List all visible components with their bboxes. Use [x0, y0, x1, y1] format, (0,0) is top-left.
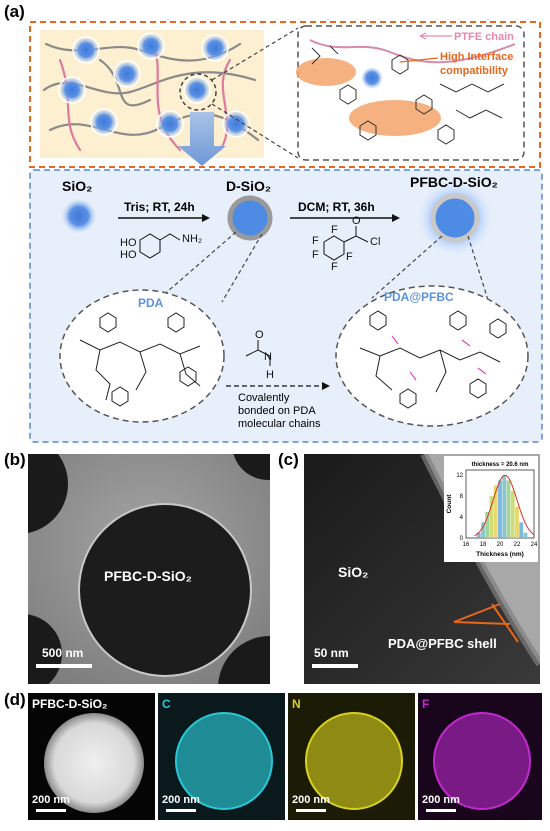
- scale-text-d0: 200 nm: [32, 794, 70, 806]
- hist-bar: [523, 532, 528, 538]
- panel-d-label: (d): [4, 690, 26, 709]
- hist-xtick: 24: [531, 542, 538, 548]
- scale-text-d2: 200 nm: [292, 794, 330, 806]
- hist-bar: [502, 475, 507, 538]
- haadf-image: PFBC-D-SiO₂ 200 nm: [28, 693, 155, 820]
- scale-bar-d1: [166, 809, 196, 812]
- svg-text:F: F: [312, 235, 319, 247]
- dsio2-sphere: [227, 195, 273, 241]
- scale-bar-c: [312, 664, 358, 668]
- label-dsio2: D-SiO₂: [226, 178, 272, 194]
- hist-bar: [485, 511, 490, 538]
- condition-step1: Tris; RT, 24h: [124, 200, 195, 214]
- panel-a-label: (a): [4, 2, 25, 21]
- svg-text:F: F: [346, 251, 353, 263]
- hist-bar: [510, 490, 515, 538]
- hist-ylabel: Count: [446, 494, 453, 514]
- scale-text-d3: 200 nm: [422, 794, 460, 806]
- svg-text:NH₂: NH₂: [182, 233, 202, 245]
- map-c: C 200 nm: [158, 693, 285, 820]
- label-pda: PDA: [138, 296, 164, 310]
- scale-text-b: 500 nm: [42, 646, 84, 660]
- hist-bar: [489, 496, 494, 538]
- svg-text:N: N: [264, 351, 272, 363]
- svg-text:Cl: Cl: [370, 236, 380, 248]
- pfbc-reagent: [323, 226, 369, 261]
- callout-compat-1: High Interface: [440, 51, 513, 63]
- composite-frame: [29, 21, 541, 168]
- hist-bar: [476, 532, 481, 538]
- amide-structure: [245, 340, 271, 366]
- scale-text-d1: 200 nm: [162, 794, 200, 806]
- covalent-text-2: bonded on PDA: [238, 405, 316, 417]
- zoom-circle: [179, 73, 217, 111]
- label-sio2: SiO₂: [62, 178, 93, 194]
- scale-text-c: 50 nm: [314, 646, 349, 660]
- hist-bar: [519, 522, 524, 538]
- pda-circle: [59, 289, 225, 423]
- condition-step2: DCM; RT, 36h: [298, 200, 375, 214]
- callout-compat-2: compatibility: [440, 65, 509, 77]
- pda-pfbc-network: [359, 310, 507, 409]
- map-n: N 200 nm: [288, 693, 415, 820]
- svg-text:F: F: [312, 249, 319, 261]
- map-n-label: N: [292, 697, 301, 711]
- scale-bar-b: [36, 664, 92, 668]
- hist-bar: [498, 480, 502, 538]
- map-f-label: F: [422, 697, 430, 711]
- hist-xtick: 20: [497, 542, 504, 548]
- hist-bar: [481, 522, 485, 538]
- svg-text:H: H: [266, 369, 274, 381]
- hist-ytick: 0: [460, 536, 464, 542]
- callout-ptfe: PTFE chain: [454, 31, 514, 43]
- map-f: F 200 nm: [418, 693, 542, 820]
- panel-b-label: (b): [4, 450, 26, 469]
- covalent-text-1: Covalently: [238, 392, 290, 404]
- svg-text:F: F: [331, 261, 338, 273]
- covalent-text-3: molecular chains: [238, 418, 321, 430]
- svg-text:O: O: [352, 215, 361, 227]
- down-arrow: [178, 112, 226, 166]
- hist-ytick: 4: [460, 515, 464, 521]
- hist-bar: [493, 485, 498, 538]
- hist-bar: [515, 506, 519, 538]
- scale-bar-d2: [296, 809, 326, 812]
- panel-b-tem-image: PFBC-D-SiO₂ 500 nm: [28, 454, 270, 684]
- svg-text:O: O: [255, 329, 264, 341]
- label-pfbc-dsio2: PFBC-D-SiO₂: [410, 174, 498, 190]
- pfbc-sphere: [430, 193, 480, 243]
- svg-text:HO: HO: [120, 237, 137, 249]
- hist-xtick: 18: [480, 542, 487, 548]
- label-pda-pfbc: PDA@PFBC: [384, 290, 454, 304]
- hist-xtick: 22: [514, 542, 521, 548]
- composite-spheres: [58, 32, 250, 138]
- hist-xtick: 16: [463, 542, 470, 548]
- inset-histogram: 16 18 20 22 24 0 4 8 12 thickness = 20.6 nm Thickn…: [444, 456, 538, 562]
- svg-text:HO: HO: [120, 249, 137, 261]
- hist-fit-curve: [474, 474, 535, 537]
- panel-a-scheme: PTFE chain High Interface compatibility …: [29, 21, 543, 443]
- core-label-c: SiO₂: [338, 564, 369, 580]
- hist-ytick: 8: [460, 494, 464, 500]
- hist-title: thickness = 20.6 nm: [472, 462, 529, 468]
- scale-bar-d3: [426, 809, 456, 812]
- particle-label-b: PFBC-D-SiO₂: [104, 568, 192, 584]
- scale-bar-d0: [36, 809, 66, 812]
- pda-pfbc-circle: [335, 285, 529, 427]
- hist-xlabel: Thickness (nm): [476, 551, 524, 558]
- shell-label-c: PDA@PFBC shell: [388, 636, 497, 651]
- hist-bar: [506, 480, 511, 538]
- hist-ytick: 12: [456, 473, 463, 479]
- haadf-label: PFBC-D-SiO₂: [32, 697, 108, 711]
- panel-c-label: (c): [278, 450, 299, 469]
- zoom-content: [296, 39, 516, 145]
- svg-text:F: F: [331, 224, 338, 236]
- sio2-sphere: [62, 199, 96, 233]
- dopamine-structure: [139, 233, 181, 259]
- pda-network: [79, 312, 201, 407]
- map-c-label: C: [162, 697, 171, 711]
